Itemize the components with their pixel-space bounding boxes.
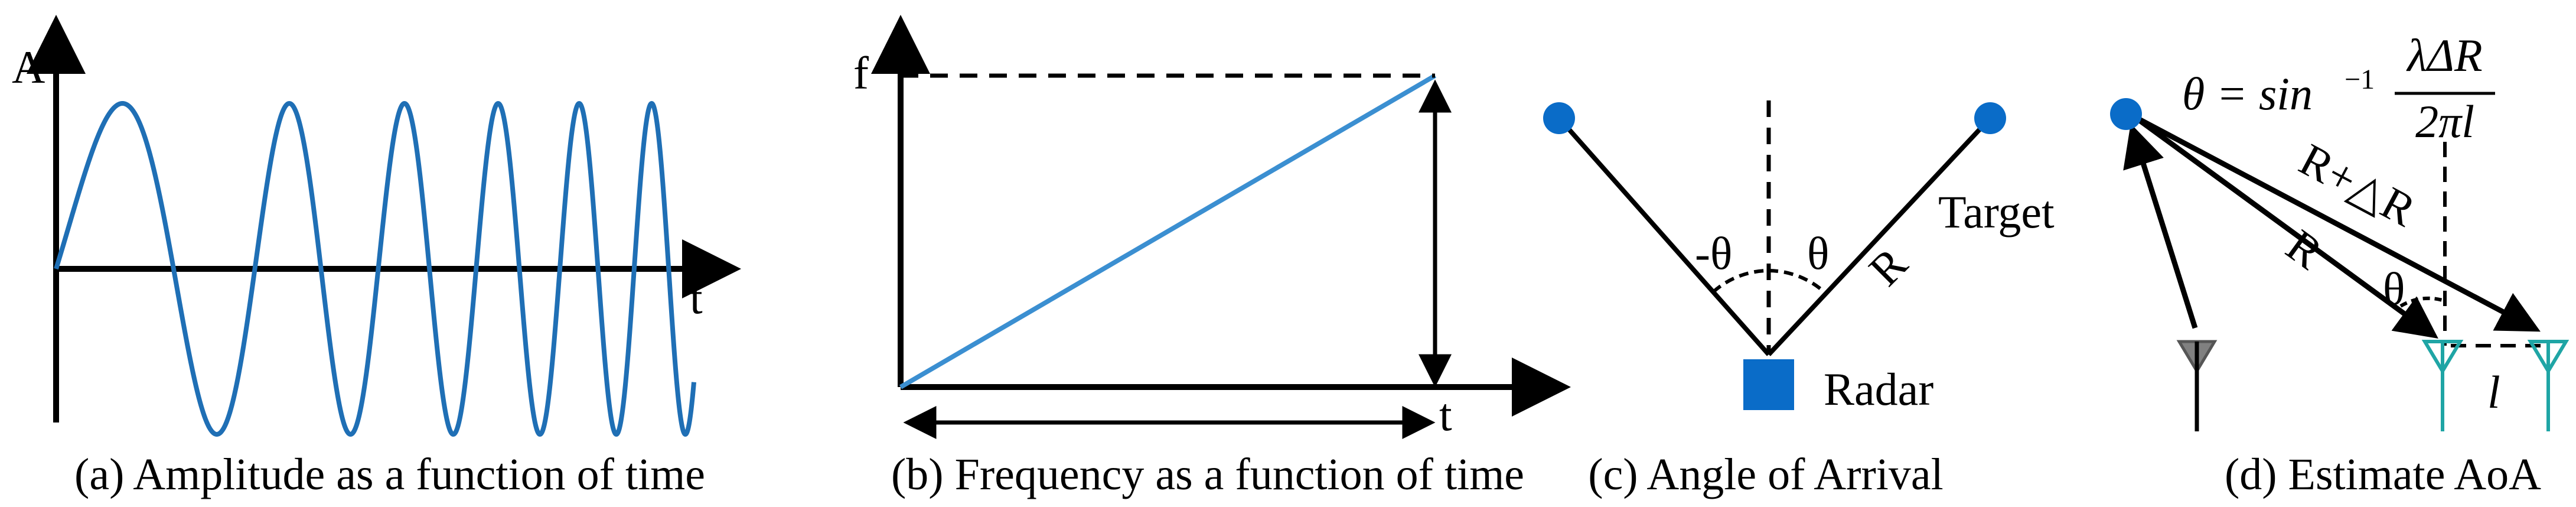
panel-d-theta-arc	[2399, 296, 2447, 308]
panel-b-y-label: f	[853, 47, 869, 99]
panel-d-formula-denominator: 2πl	[2415, 96, 2474, 147]
panel-d: θ = sin −1 λΔR 2πl R+△R	[2110, 30, 2570, 499]
panel-c-right-ray	[1767, 116, 1992, 356]
panel-a-chirp-wave	[54, 100, 696, 437]
panel-d-caption: (d) Estimate AoA	[2225, 450, 2541, 499]
panel-d-formula-lhs: θ = sin	[2182, 68, 2313, 119]
panel-c-right-target-dot	[1974, 102, 2006, 134]
panel-d-target-dot	[2110, 98, 2142, 130]
panel-b-frequency-ramp	[899, 73, 1437, 389]
panel-c-left-target-dot	[1543, 102, 1575, 134]
panel-c-left-ray	[1557, 116, 1770, 356]
panel-c-neg-theta-label: -θ	[1695, 228, 1732, 279]
panel-b-caption: (b) Frequency as a function of time	[891, 450, 1524, 499]
panel-c-radar-icon	[1743, 359, 1794, 410]
panel-d-ray-r-delta	[2133, 115, 2541, 332]
panel-c-neg-theta-arc	[1712, 269, 1769, 294]
panel-d-tx-antenna-icon	[2176, 340, 2218, 431]
panel-a-y-label: A	[12, 41, 45, 93]
panel-b-x-label: t	[1439, 389, 1452, 440]
panel-a-x-label: t	[690, 272, 703, 323]
panel-d-formula-exp: −1	[2345, 64, 2375, 95]
panel-d-rx-antenna-1-icon	[2421, 340, 2464, 431]
panel-a-caption: (a) Amplitude as a function of time	[74, 450, 705, 499]
panel-d-tx-ray	[2123, 124, 2198, 329]
panel-c-target-label: Target	[1938, 186, 2055, 238]
panel-c-theta-arc	[1768, 269, 1827, 294]
panel-d-rx-antenna-2-icon	[2527, 340, 2570, 431]
panel-d-range-delta-label: R+△R	[2291, 133, 2424, 236]
panel-c-radar-label: Radar	[1824, 363, 1933, 415]
panel-d-ray-r	[2133, 115, 2438, 339]
panel-d-aoa-formula: θ = sin −1 λΔR 2πl	[2182, 30, 2495, 147]
panel-c: -θ θ R Target Radar (c) Angle of Arrival	[1543, 100, 2055, 499]
panel-a: A t (a) Amplitude as a function of time	[12, 15, 741, 499]
panel-d-spacing-label: l	[2487, 366, 2500, 418]
panel-d-theta-label: θ	[2383, 263, 2405, 314]
panel-c-caption: (c) Angle of Arrival	[1588, 450, 1943, 499]
panel-b: f t (b) Frequency as a function of time	[853, 15, 1571, 499]
panel-c-theta-label: θ	[1807, 228, 1829, 279]
panel-d-formula-numerator: λΔR	[2406, 30, 2482, 81]
